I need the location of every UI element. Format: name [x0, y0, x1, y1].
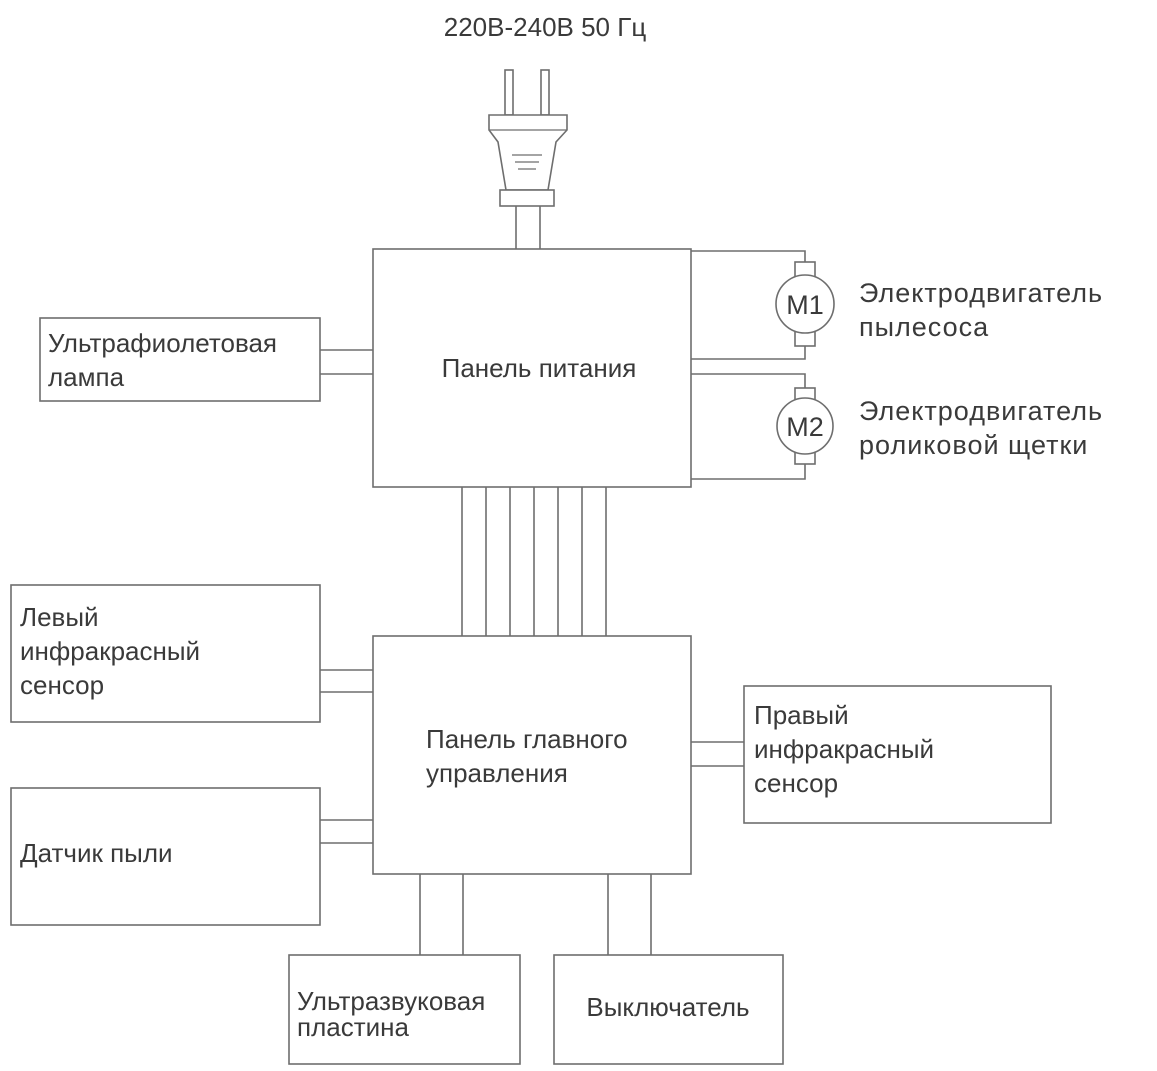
m2-wire-bottom [691, 462, 806, 480]
uv-lamp-box [39, 317, 321, 402]
uv-lamp-label-line2: лампа [48, 362, 125, 392]
switch-box [553, 954, 784, 1065]
m2-wire-top [691, 373, 806, 388]
motor-m1-label-line2: пылесоса [859, 312, 989, 342]
m1-wire-top [691, 250, 806, 262]
main-panel-box [372, 635, 692, 875]
power-plug-icon [488, 69, 568, 207]
panel-bus-wires [461, 487, 607, 636]
power-panel-label: Панель питания [442, 353, 637, 383]
right-ir-label-line2: инфракрасный [754, 734, 934, 764]
power-panel-box [372, 248, 692, 488]
ultrasonic-label-line1: Ультразвуковая [297, 986, 485, 1016]
switch-label: Выключатель [586, 992, 749, 1022]
left-ir-label-line1: Левый [20, 602, 99, 632]
left-ir-label-line2: инфракрасный [20, 636, 200, 666]
left-ir-label-line3: сенсор [20, 670, 104, 700]
ultrasonic-label-line2: пластина [297, 1012, 410, 1042]
motor-icon [775, 261, 835, 347]
main-panel-label-line2: управления [426, 758, 568, 788]
right-ir-box [743, 685, 1052, 824]
motor-m2-label-line1: Электродвигатель [859, 396, 1103, 426]
motor-m2-symbol: M2 [786, 412, 824, 442]
supply-voltage-label: 220В-240В 50 Гц [444, 12, 647, 42]
right-ir-label-line3: сенсор [754, 768, 838, 798]
ultrasonic-box [288, 954, 521, 1065]
motor-m1-label-line1: Электродвигатель [859, 278, 1103, 308]
motor-icon [776, 387, 834, 465]
m1-wire-bottom [691, 346, 806, 360]
dust-sensor-box [10, 787, 321, 926]
uv-lamp-label-line1: Ультрафиолетовая [48, 328, 277, 358]
main-panel-label-line1: Панель главного [426, 724, 628, 754]
left-ir-box [10, 584, 321, 723]
right-ir-label-line1: Правый [754, 700, 849, 730]
dust-sensor-label: Датчик пыли [20, 838, 173, 868]
motor-m1-symbol: M1 [786, 290, 824, 320]
motor-m2-label-line2: роликовой щетки [859, 430, 1088, 460]
